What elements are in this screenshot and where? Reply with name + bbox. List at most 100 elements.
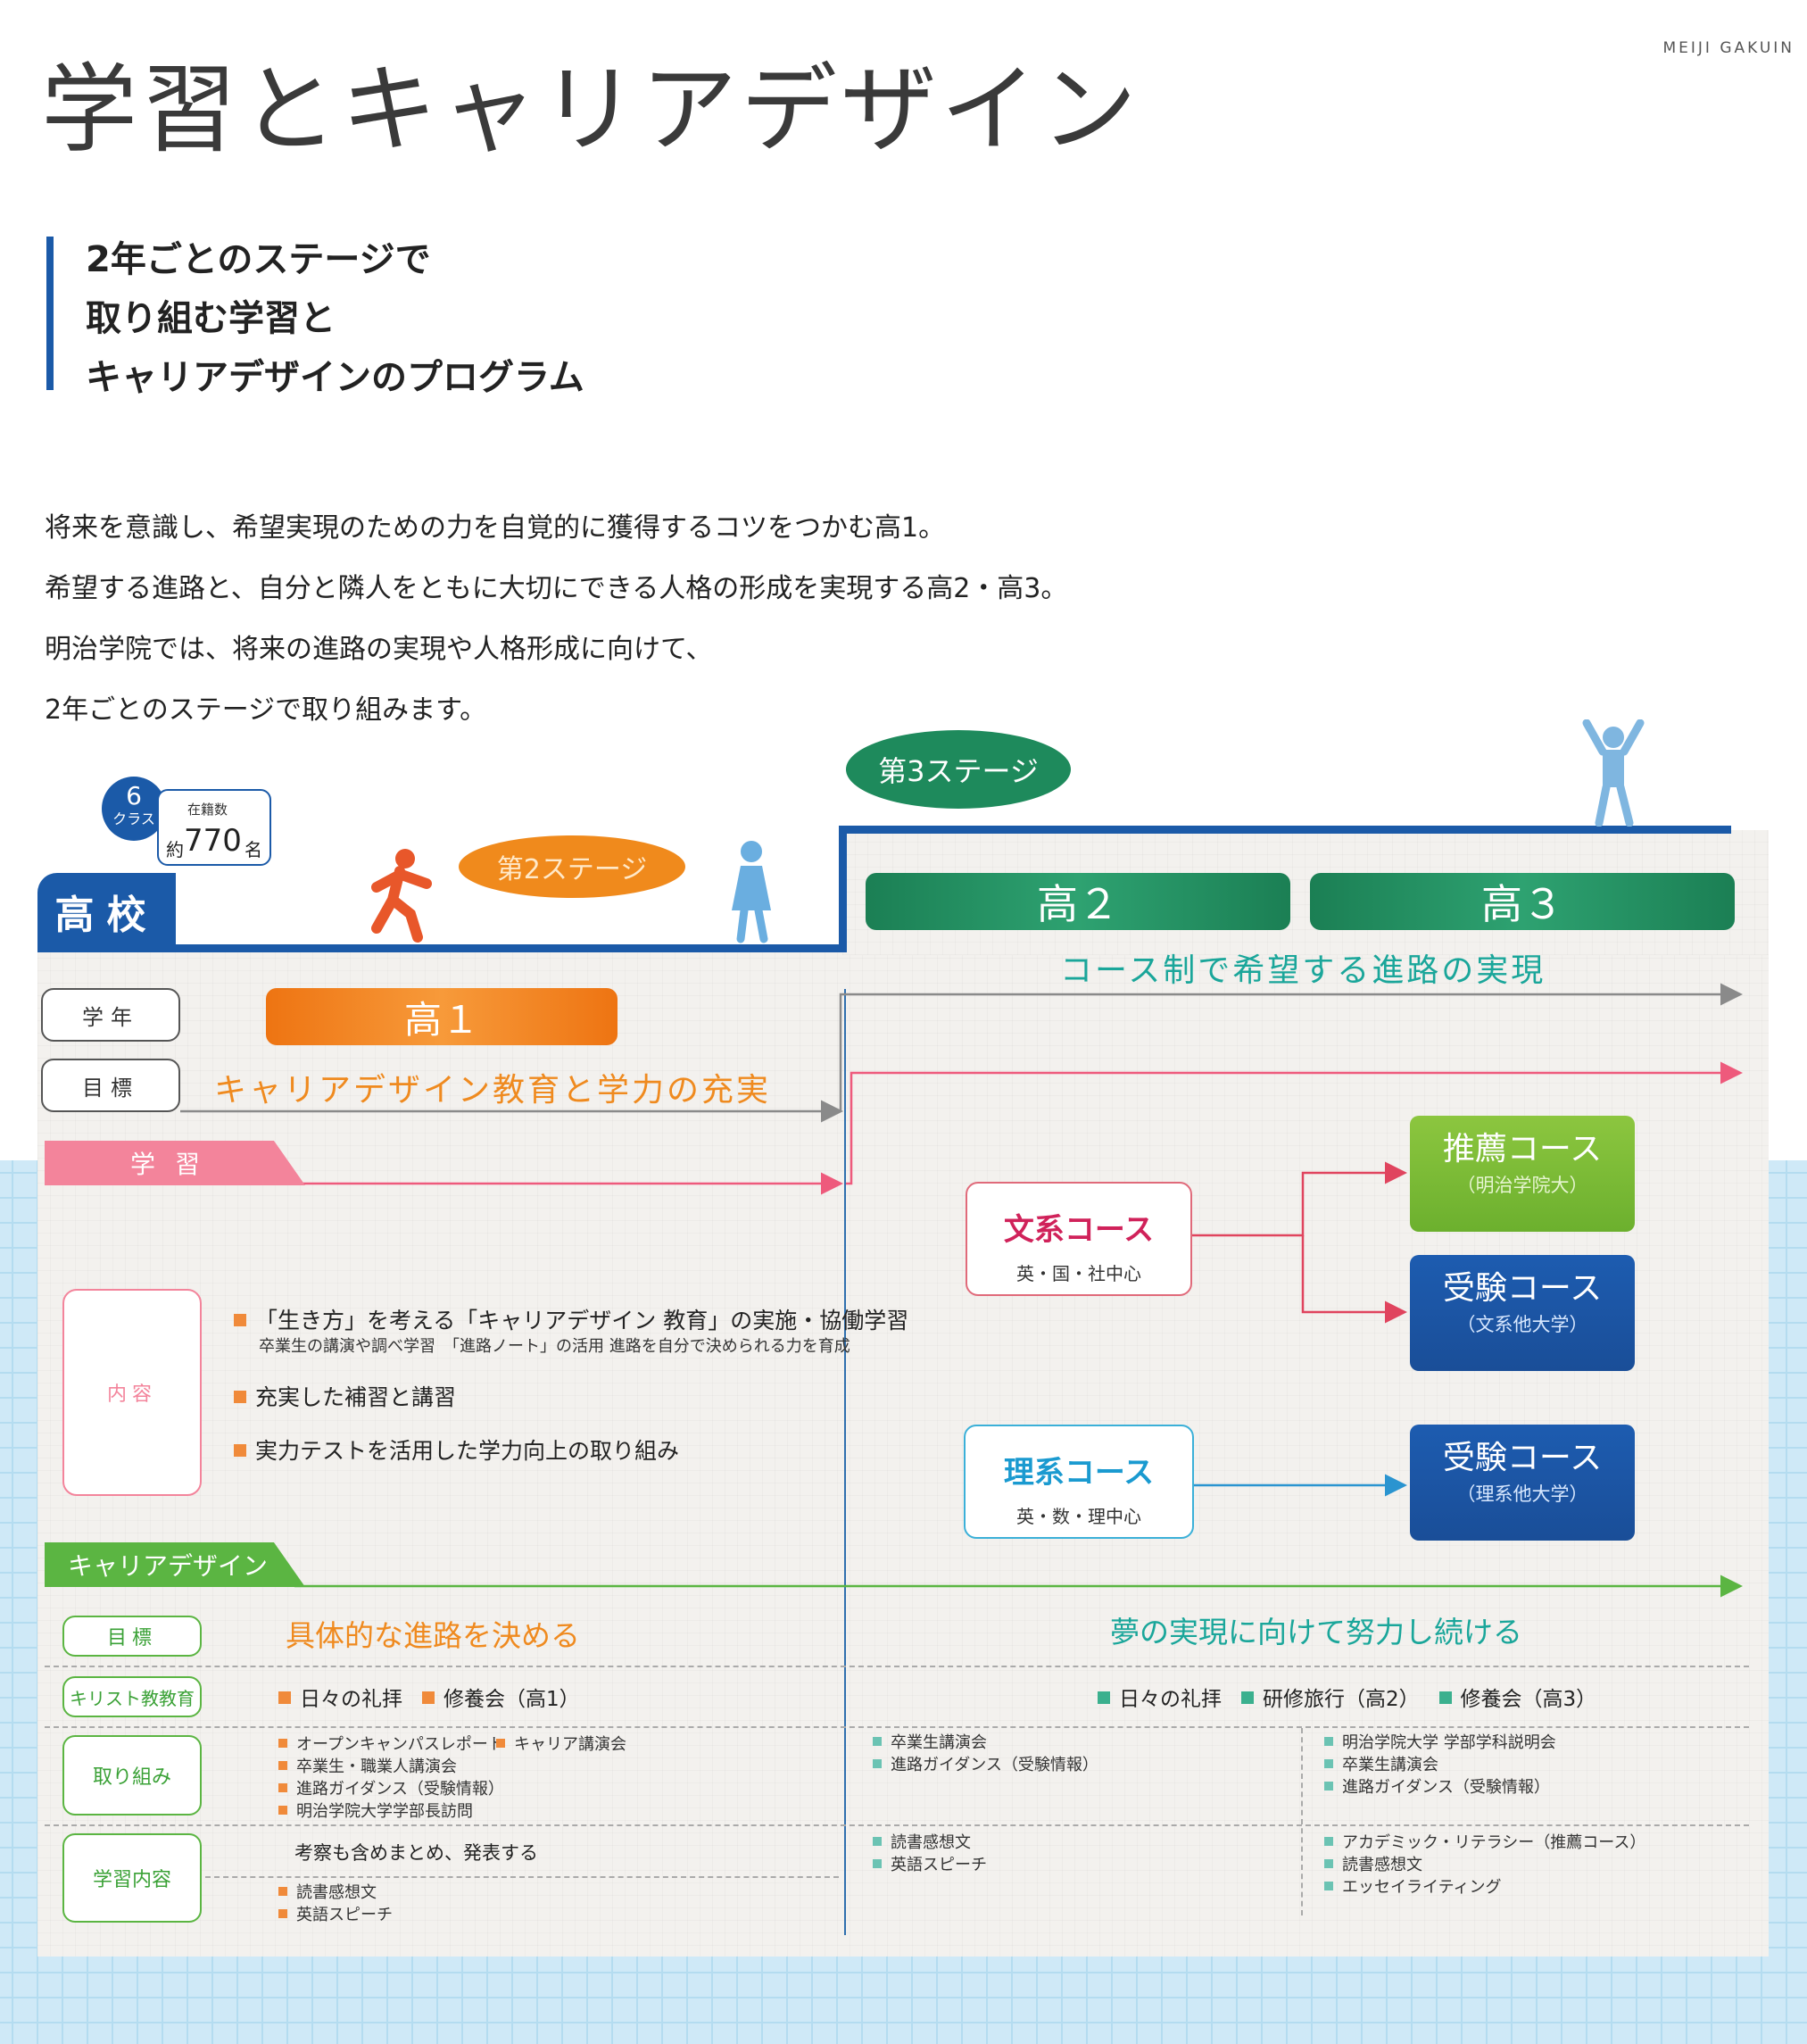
career-design-band: キャリアデザイン: [45, 1542, 305, 1587]
learning-item-text: 充実した補習と講習: [255, 1384, 457, 1410]
list-item: 英語スピーチ: [873, 1854, 987, 1876]
course-target: （理系他大学）: [1456, 1483, 1588, 1505]
bullet-square-icon: [278, 1909, 287, 1918]
learning-item: 充実した補習と講習: [234, 1380, 456, 1412]
bullet-square-icon: [873, 1837, 882, 1846]
exam-course-humanities-box: 受験コース （文系他大学）: [1410, 1255, 1635, 1371]
intro-line: 将来を意識し、希望実現のための力を自覚的に獲得するコツをつかむ高1。: [45, 512, 946, 544]
page-title: 学習とキャリアデザイン: [41, 54, 1141, 166]
list-item: キャリア講演会: [496, 1733, 626, 1756]
goal-row-label: 目標: [41, 1059, 180, 1112]
activities-grade2: 卒業生講演会 進路ガイダンス（受験情報）: [873, 1732, 1098, 1776]
grade-1-bar: 高１: [266, 988, 618, 1045]
bullet-square-icon: [496, 1739, 505, 1748]
stage-step-riser: [839, 826, 847, 952]
stage2-label: 第2ステージ: [459, 835, 685, 898]
bullet-square-icon: [278, 1739, 287, 1748]
paper-panel: [37, 946, 1769, 1957]
list-item: 修養会（高1）: [443, 1688, 580, 1711]
christian-stage2: 日々の礼拝 修養会（高1）: [278, 1682, 580, 1712]
bullet-square-icon: [278, 1806, 287, 1815]
list-item: アカデミック・リテラシー（推薦コース）: [1324, 1832, 1645, 1854]
activities-stage2-extra: キャリア講演会: [496, 1733, 626, 1756]
study-grade3: アカデミック・リテラシー（推薦コース） 読書感想文 エッセイライティング: [1324, 1832, 1645, 1899]
bullet-square-icon: [278, 1887, 287, 1896]
exam-course-science-box: 受験コース （理系他大学）: [1410, 1425, 1635, 1541]
intro-line: 明治学院では、将来の進路の実現や人格形成に向けて、: [45, 634, 713, 665]
subtitle-line: 2年ごとのステージで: [86, 239, 431, 280]
list-item: 読書感想文: [873, 1832, 987, 1854]
course-title: 受験コース: [1442, 1270, 1603, 1307]
list-item: 進路ガイダンス（受験情報）: [1324, 1776, 1556, 1799]
list-item-text: 卒業生・職業人講演会: [296, 1757, 457, 1776]
divider: [45, 1666, 1749, 1667]
stage3-step-line: [839, 826, 1731, 834]
list-item: 明治学院大学 学部学科説明会: [1324, 1732, 1556, 1754]
study-content-label: 学習内容: [62, 1833, 202, 1923]
humanities-course-box: 文系コース 英・国・社中心: [966, 1182, 1192, 1296]
bullet-square-icon: [234, 1391, 246, 1403]
grade-divider: [1301, 1728, 1303, 1915]
content-label: 内容: [62, 1289, 202, 1496]
bullet-square-icon: [1324, 1782, 1333, 1791]
bullet-square-icon: [421, 1691, 435, 1704]
course-title: 理系コース: [1003, 1455, 1155, 1491]
grade-3-bar: 高３: [1310, 873, 1735, 930]
intro-text: 将来を意識し、希望実現のための力を自覚的に獲得するコツをつかむ高1。 希望する進…: [45, 498, 1067, 741]
list-item-text: 明治学院大学 学部学科説明会: [1342, 1733, 1556, 1752]
bullet-square-icon: [873, 1759, 882, 1768]
list-item-text: 進路ガイダンス（受験情報）: [296, 1780, 504, 1799]
bullet-square-icon: [1324, 1882, 1333, 1890]
list-item: 明治学院大学学部長訪問: [278, 1800, 504, 1823]
course-target: （明治学院大）: [1456, 1175, 1588, 1196]
list-item-text: 卒業生講演会: [1342, 1756, 1438, 1774]
list-item: 卒業生講演会: [1324, 1754, 1556, 1776]
list-item: 日々の礼拝: [300, 1688, 402, 1711]
list-item: 進路ガイダンス（受験情報）: [278, 1778, 504, 1800]
list-item: 読書感想文: [278, 1882, 393, 1904]
subtitle-accent-bar: [46, 237, 54, 390]
subtitle-line: 取り組む学習と: [86, 298, 336, 339]
bullet-square-icon: [1324, 1837, 1333, 1846]
course-subjects: 英・国・社中心: [1016, 1263, 1141, 1284]
enrollment-unit: 名: [245, 839, 262, 860]
list-item: エッセイライティング: [1324, 1876, 1645, 1899]
study-stage2: 読書感想文 英語スピーチ: [278, 1882, 393, 1926]
intro-line: 希望する進路と、自分と隣人をともに大切にできる人格の形成を実現する高2・高3。: [45, 573, 1068, 604]
list-item: 進路ガイダンス（受験情報）: [873, 1754, 1098, 1776]
bullet-square-icon: [234, 1314, 246, 1326]
career-goal-stage2: 具体的な進路を決める: [286, 1618, 580, 1653]
activities-grade3: 明治学院大学 学部学科説明会 卒業生講演会 進路ガイダンス（受験情報）: [1324, 1732, 1556, 1799]
grade-row-label: 学年: [41, 988, 180, 1042]
enrollment-prefix: 約: [166, 839, 184, 860]
activities-stage2: オープンキャンパスレポート 卒業生・職業人講演会 進路ガイダンス（受験情報） 明…: [278, 1733, 504, 1823]
list-item-text: 進路ガイダンス（受験情報）: [891, 1756, 1098, 1774]
recommendation-course-box: 推薦コース （明治学院大）: [1410, 1116, 1635, 1232]
learning-item-detail: 卒業生の講演や調べ学習 「進路ノート」の活用 進路を自分で決められる力を育成: [259, 1337, 850, 1356]
divider: [45, 1726, 1749, 1728]
walking-student-icon: [732, 841, 771, 943]
learning-item: 実力テストを活用した学力向上の取り組み: [234, 1433, 679, 1466]
bullet-square-icon: [1324, 1759, 1333, 1768]
study-grade2: 読書感想文 英語スピーチ: [873, 1832, 987, 1876]
bullet-square-icon: [1324, 1859, 1333, 1868]
list-item-text: 卒業生講演会: [891, 1733, 987, 1752]
list-item-text: アカデミック・リテラシー（推薦コース）: [1342, 1833, 1646, 1852]
list-item-text: オープンキャンパスレポート: [296, 1735, 504, 1754]
bullet-square-icon: [278, 1783, 287, 1792]
list-item: 読書感想文: [1324, 1854, 1645, 1876]
list-item-text: 読書感想文: [891, 1833, 971, 1852]
grade-2-bar: 高２: [866, 873, 1290, 930]
enrollment-value: 770: [184, 823, 242, 859]
list-item: 日々の礼拝: [1119, 1688, 1222, 1711]
divider: [205, 1876, 839, 1878]
stage3-label: 第3ステージ: [846, 730, 1071, 809]
career-goal-stage3: 夢の実現に向けて努力し続ける: [1110, 1615, 1522, 1649]
list-item: 研修旅行（高2）: [1262, 1688, 1420, 1711]
list-item-text: 読書感想文: [1342, 1856, 1422, 1874]
subtitle: 2年ごとのステージで 取り組む学習と キャリアデザインのプログラム: [86, 230, 584, 407]
subtitle-line: キャリアデザインのプログラム: [86, 357, 584, 398]
bullet-square-icon: [234, 1444, 246, 1457]
list-item-text: キャリア講演会: [514, 1735, 626, 1754]
